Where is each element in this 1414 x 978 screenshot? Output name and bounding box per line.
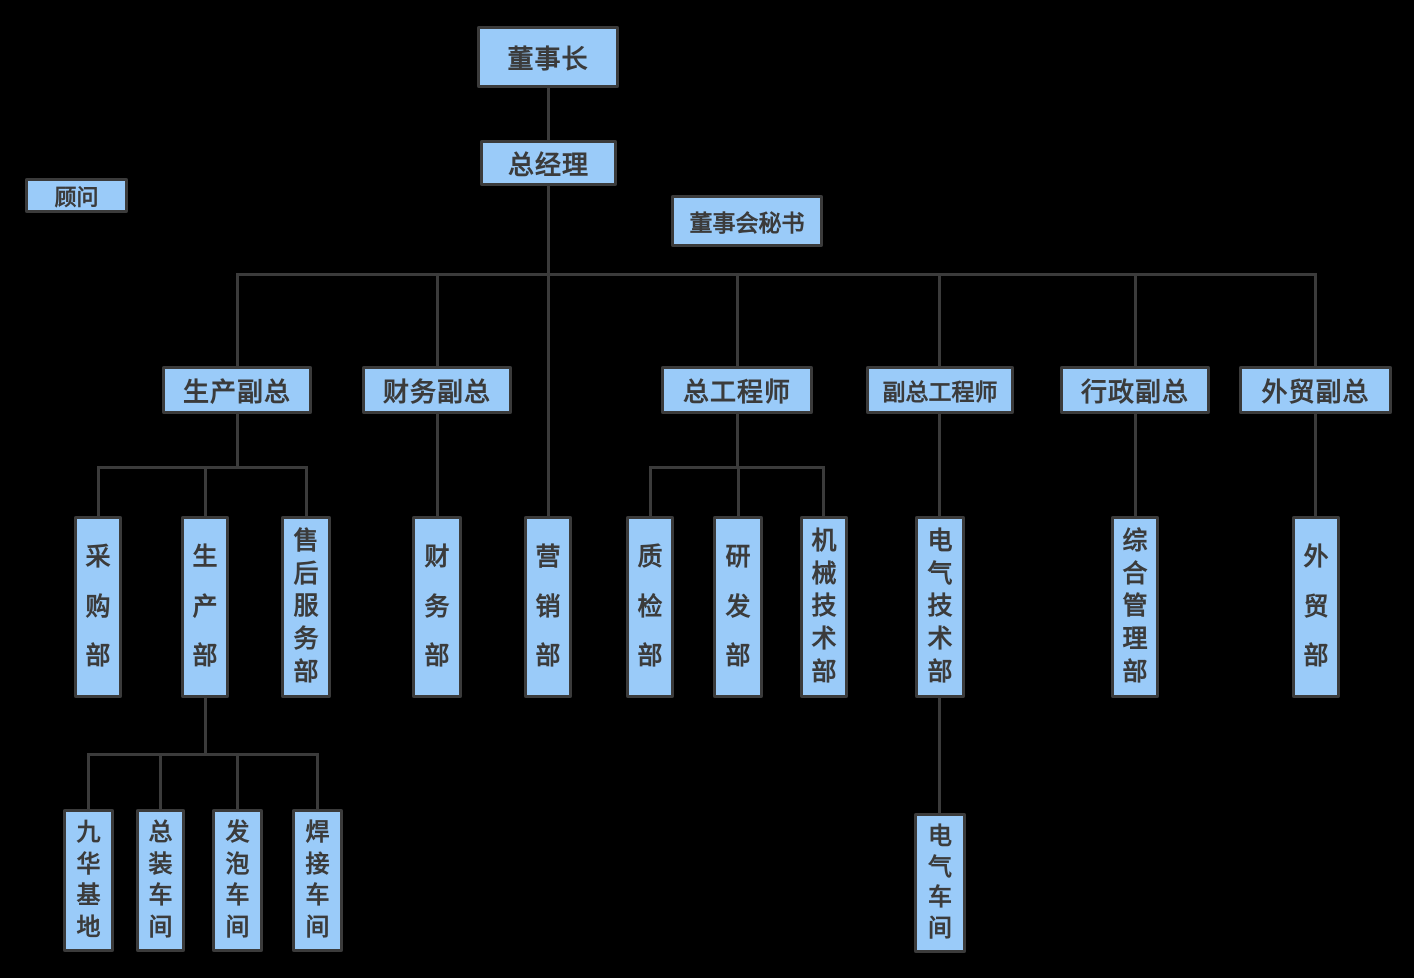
- node-dept-general-management[interactable]: 综合管理部: [1111, 516, 1159, 698]
- node-dept-production[interactable]: 生产部: [181, 516, 229, 698]
- connector-line: [1314, 273, 1317, 366]
- node-vp-admin[interactable]: 行政副总: [1060, 366, 1210, 414]
- node-dept-foreign-trade[interactable]: 外贸部: [1292, 516, 1340, 698]
- connector-line: [736, 414, 739, 466]
- node-dept-after-sales-service[interactable]: 售后服务部: [281, 516, 331, 698]
- connector-line: [236, 753, 239, 809]
- connector-line: [938, 698, 941, 813]
- node-advisor[interactable]: 顾问: [25, 178, 128, 213]
- connector-line: [204, 466, 207, 516]
- node-dept-quality-inspection[interactable]: 质检部: [626, 516, 674, 698]
- connector-line: [87, 753, 90, 809]
- node-chairman[interactable]: 董事长: [477, 26, 619, 88]
- connector-line: [822, 466, 825, 516]
- connector-line: [236, 273, 1317, 276]
- connector-line: [938, 414, 941, 516]
- connector-line: [547, 88, 550, 140]
- node-dept-mechanical-technology[interactable]: 机械技术部: [800, 516, 848, 698]
- node-dept-electrical-technology[interactable]: 电气技术部: [915, 516, 965, 698]
- connector-line: [938, 273, 941, 366]
- node-vp-finance[interactable]: 财务副总: [362, 366, 512, 414]
- connector-line: [236, 414, 239, 466]
- connector-line: [1134, 273, 1137, 366]
- node-workshop-foaming[interactable]: 发泡车间: [212, 809, 263, 952]
- connector-line: [436, 273, 439, 366]
- connector-line: [1134, 414, 1137, 516]
- node-deputy-chief-engineer[interactable]: 副总工程师: [866, 366, 1014, 414]
- connector-line: [87, 753, 319, 756]
- connector-line: [97, 466, 100, 516]
- node-workshop-assembly[interactable]: 总装车间: [136, 809, 185, 952]
- connector-line: [159, 753, 162, 809]
- connector-line: [436, 414, 439, 516]
- node-workshop-electrical[interactable]: 电气车间: [914, 813, 966, 953]
- node-board-secretary[interactable]: 董事会秘书: [671, 195, 823, 247]
- connector-line: [204, 698, 207, 753]
- node-general-manager[interactable]: 总经理: [480, 140, 617, 186]
- connector-line: [236, 273, 239, 366]
- node-workshop-jiuhua-base[interactable]: 九华基地: [63, 809, 114, 952]
- node-chief-engineer[interactable]: 总工程师: [661, 366, 813, 414]
- node-dept-purchasing[interactable]: 采购部: [74, 516, 122, 698]
- node-dept-finance[interactable]: 财务部: [412, 516, 462, 698]
- connector-line: [316, 753, 319, 809]
- connector-line: [649, 466, 652, 516]
- node-workshop-welding[interactable]: 焊接车间: [292, 809, 343, 952]
- node-dept-research-development[interactable]: 研发部: [713, 516, 763, 698]
- connector-line: [97, 466, 308, 469]
- node-vp-production[interactable]: 生产副总: [162, 366, 312, 414]
- node-dept-marketing[interactable]: 营销部: [524, 516, 572, 698]
- connector-line: [1314, 414, 1317, 516]
- connector-line: [305, 466, 308, 516]
- node-vp-foreign-trade[interactable]: 外贸副总: [1239, 366, 1392, 414]
- connector-line: [737, 466, 740, 516]
- connector-line: [547, 186, 550, 516]
- connector-line: [736, 273, 739, 366]
